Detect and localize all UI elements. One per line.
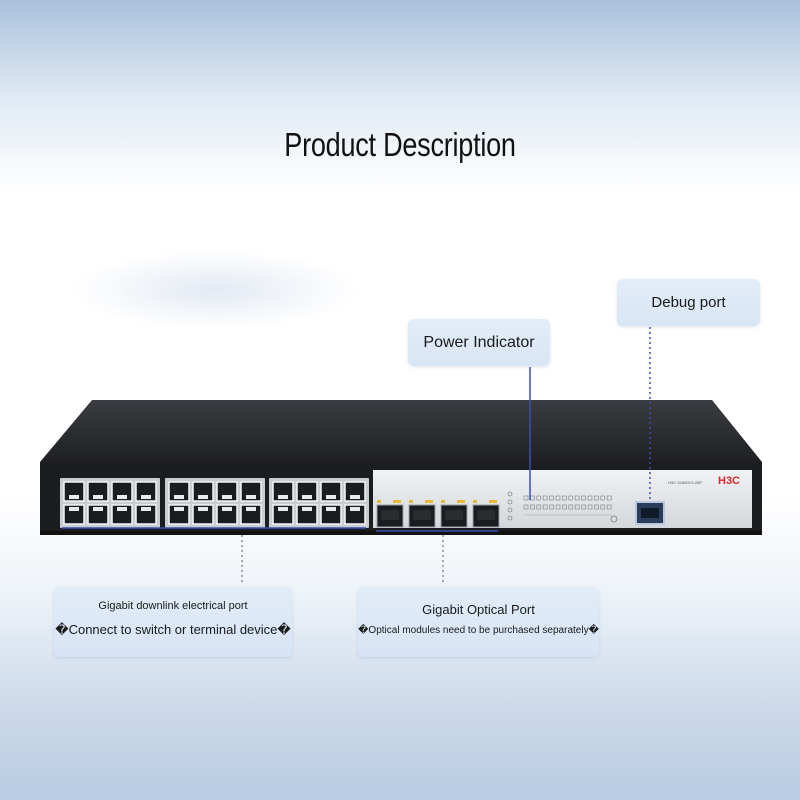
status-led	[594, 495, 599, 501]
status-led	[530, 504, 535, 510]
status-led	[542, 495, 548, 501]
status-led	[587, 495, 593, 501]
status-led	[568, 504, 574, 510]
status-led	[568, 495, 574, 501]
optical-port-label: Gigabit Optical Port �Optical modules ne…	[358, 587, 599, 657]
status-led	[523, 495, 529, 501]
background-ghost-text	[70, 250, 360, 330]
optical-port-title: Gigabit Optical Port	[422, 602, 535, 617]
status-led	[606, 504, 612, 510]
model-label: H3C S1850V2-28P	[668, 480, 702, 485]
status-led	[574, 504, 580, 510]
status-led	[523, 504, 529, 510]
status-led	[555, 495, 561, 501]
status-led	[581, 504, 586, 510]
status-led	[600, 504, 606, 510]
electrical-port-label: Gigabit downlink electrical port �Connec…	[54, 587, 292, 657]
status-led	[562, 495, 567, 501]
status-led	[594, 504, 599, 510]
status-led	[606, 495, 612, 501]
brand-logo: H3C	[718, 475, 740, 487]
optical-port-note: �Optical modules need to be purchased se…	[358, 625, 599, 636]
status-led	[549, 495, 554, 501]
status-led	[587, 504, 593, 510]
chassis-bottom-edge	[40, 531, 762, 535]
status-led	[542, 504, 548, 510]
rj45-port-group	[60, 478, 369, 528]
status-led	[536, 504, 542, 510]
debug-port-label: Debug port	[617, 279, 760, 326]
status-led	[581, 495, 586, 501]
status-led	[600, 495, 606, 501]
sfp-port-group	[376, 500, 500, 528]
status-led	[574, 495, 580, 501]
led-indicator-area	[507, 491, 618, 523]
chassis-top	[40, 400, 762, 462]
status-led	[555, 504, 561, 510]
status-led	[562, 504, 567, 510]
status-led	[549, 504, 554, 510]
electrical-port-note: �Connect to switch or terminal device�	[55, 622, 291, 637]
electrical-port-title: Gigabit downlink electrical port	[98, 600, 248, 612]
status-led	[536, 495, 542, 501]
page-title: Product Description	[284, 126, 516, 163]
power-indicator-label: Power Indicator	[408, 319, 550, 366]
